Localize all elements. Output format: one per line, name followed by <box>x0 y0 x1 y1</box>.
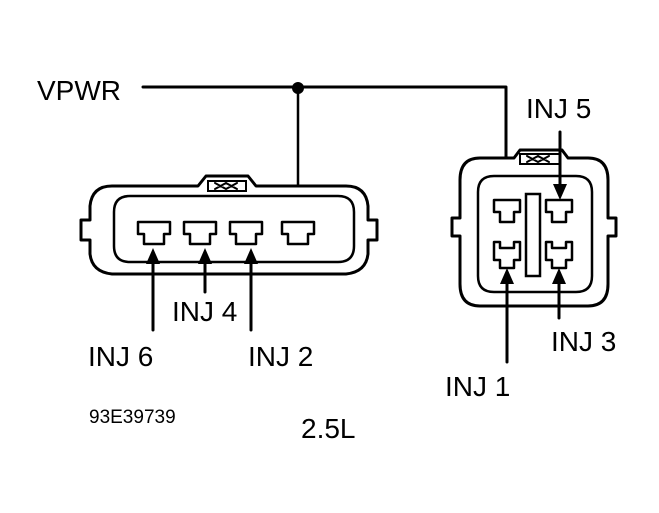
label-inj5: INJ 5 <box>526 93 591 124</box>
terminal-inj2 <box>228 220 264 246</box>
label-inj6: INJ 6 <box>88 341 153 372</box>
latch-tab <box>207 180 247 192</box>
label-inj2: INJ 2 <box>248 341 313 372</box>
label-vpwr: VPWR <box>37 75 121 106</box>
terminal-inj3 <box>544 240 574 270</box>
label-engine: 2.5L <box>301 413 356 444</box>
splice-dot <box>292 82 304 94</box>
right-connector <box>450 148 618 308</box>
terminal-inj4 <box>182 220 218 246</box>
label-figure-id: 93E39739 <box>89 407 176 428</box>
terminal-inj1 <box>492 240 522 270</box>
terminal-vpwr-left <box>280 220 316 246</box>
left-connector <box>79 174 379 276</box>
terminal-inj6 <box>136 220 172 246</box>
label-inj4: INJ 4 <box>172 296 237 327</box>
terminal-inj5 <box>544 198 574 224</box>
label-inj3: INJ 3 <box>551 326 616 357</box>
latch-tab <box>519 153 561 165</box>
center-divider <box>524 192 542 278</box>
right-arrows <box>500 130 567 364</box>
terminal-vpwr-right <box>492 198 522 224</box>
label-inj1: INJ 1 <box>445 371 510 402</box>
left-arrows <box>146 248 258 332</box>
